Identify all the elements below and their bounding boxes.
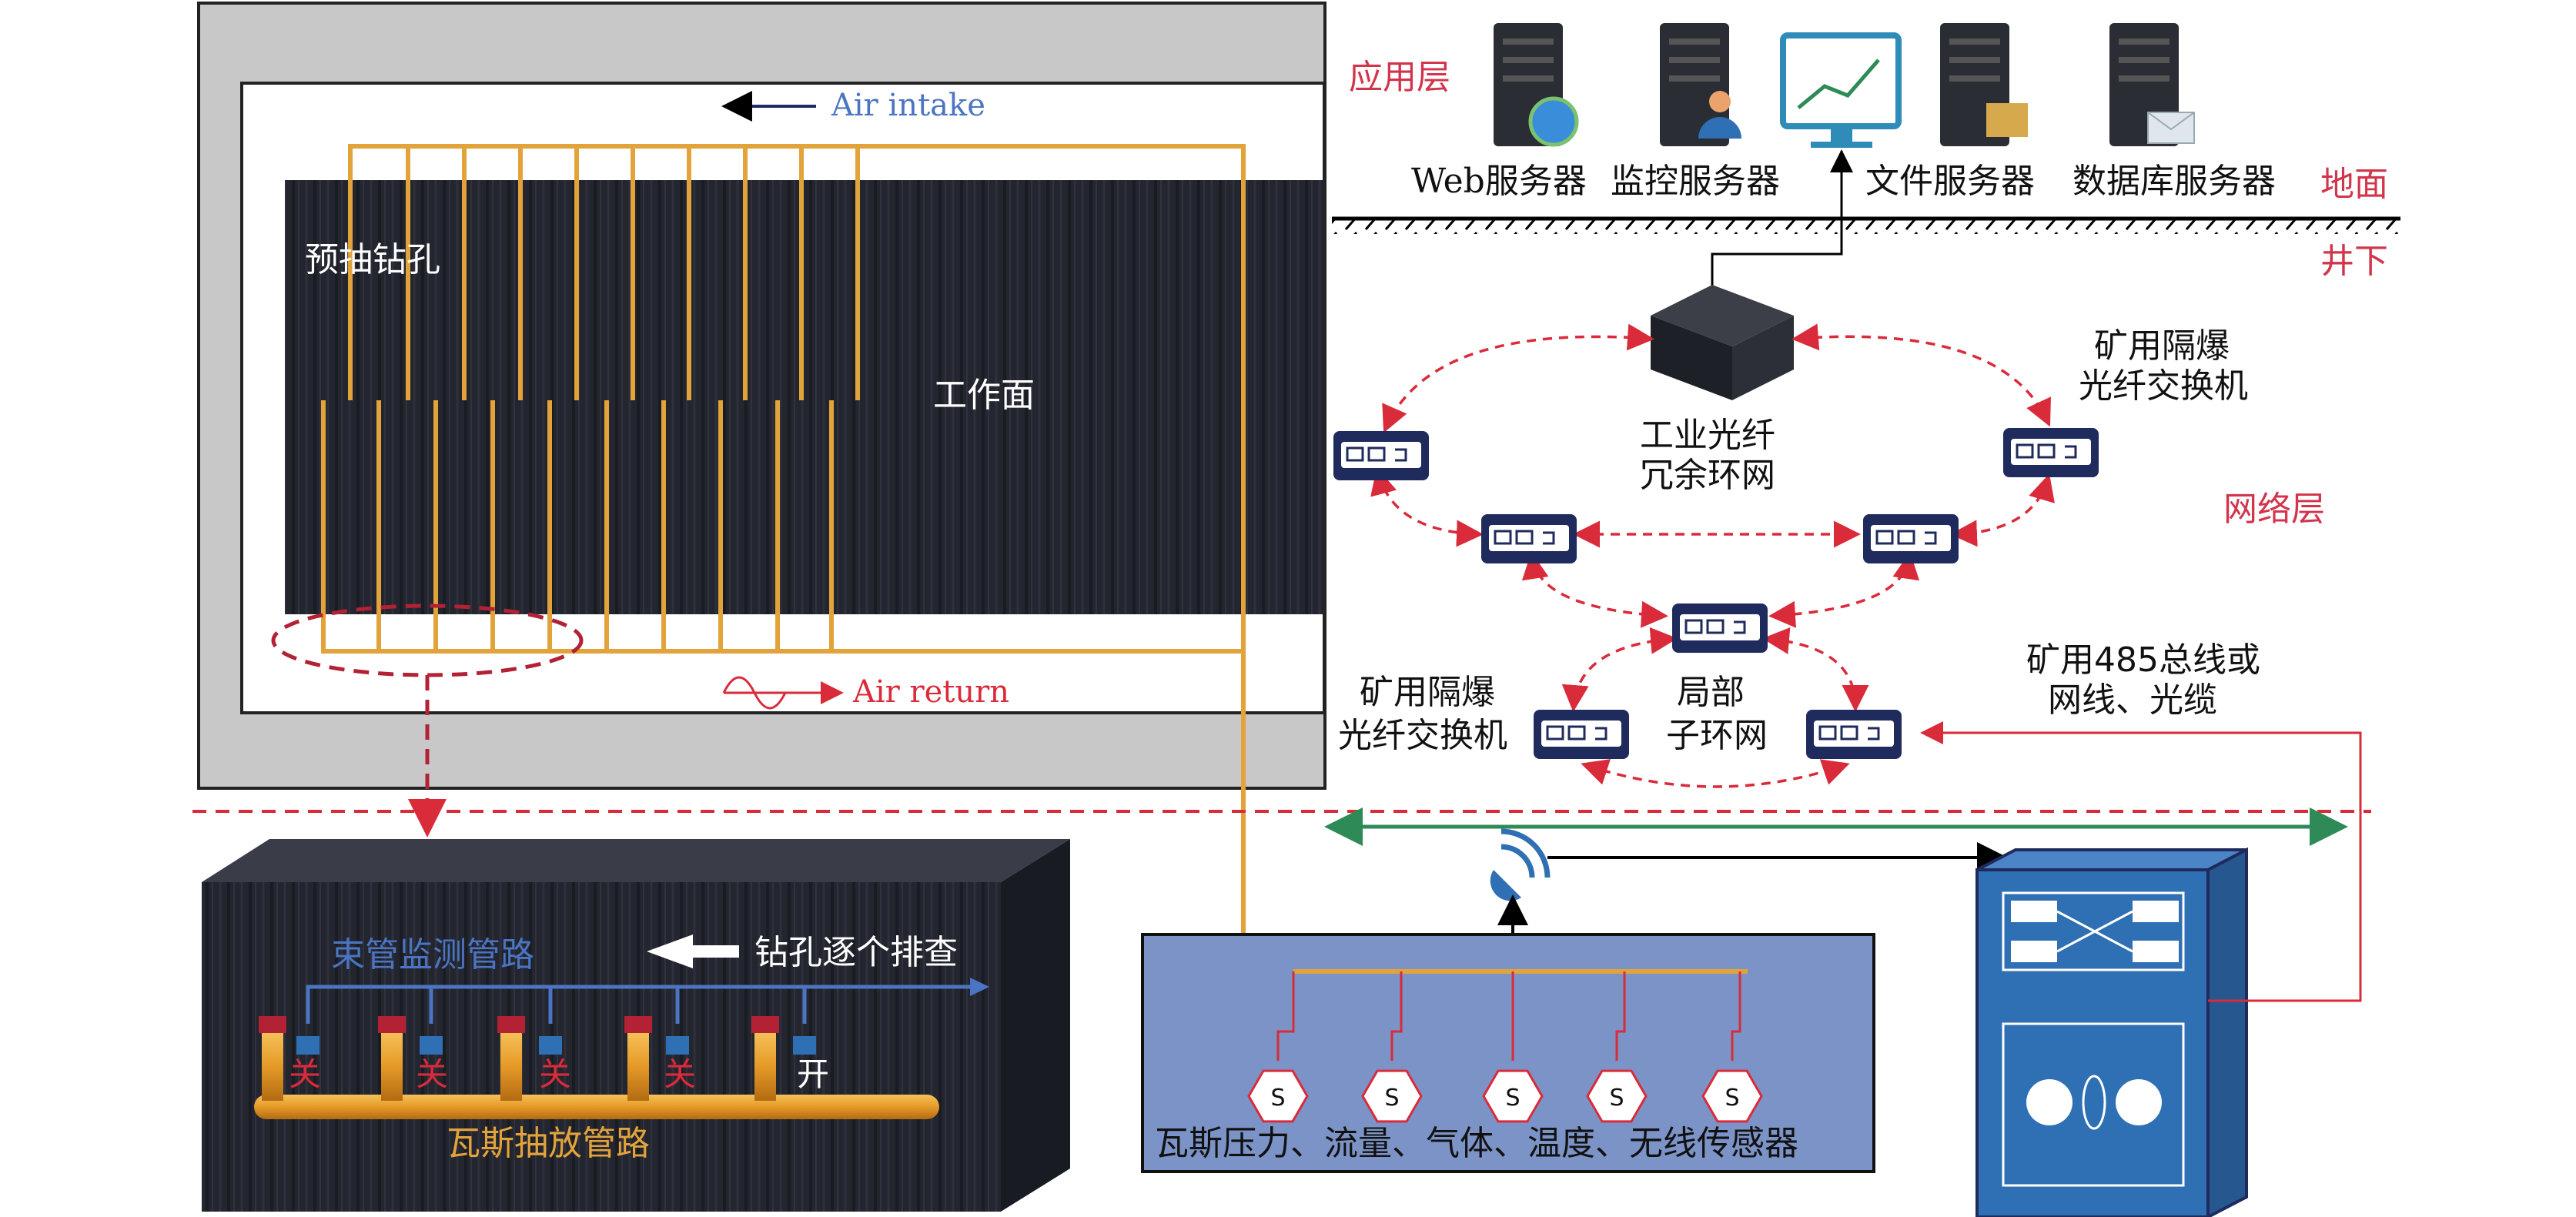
valve-state: 关 [416,1055,448,1093]
wireless-antenna-icon [1490,828,1551,933]
bundle-tube-label: 束管监测管路 [331,935,534,975]
file-server-icon [1940,23,2028,146]
switch-label-top-line2: 光纤交换机 [2079,366,2248,406]
working-face-coal [285,180,1324,614]
network-layer-label: 网络层 [2223,490,2325,529]
working-face-label: 工作面 [933,376,1035,415]
bus-label-line2: 网线、光缆 [2048,680,2217,720]
valve-4: 关 [624,1016,696,1101]
air-intake-indicator: Air intake [721,88,985,123]
sensor-symbol: S [1270,1085,1285,1112]
application-layer-label: 应用层 [1349,58,1450,97]
air-intake-label: Air intake [831,88,985,123]
switch-label-top-line1: 矿用隔爆 [2094,326,2230,366]
fiber-switch-icon [1806,710,1902,759]
valve-1: 关 [259,1016,321,1101]
ring-links [1370,323,2055,788]
mine-panel: Air intake Air return 预抽钻孔 工作面 [197,2,1748,974]
switch-nodes [1333,428,2099,759]
sensor-node: S [1247,1069,1309,1123]
monitor-server-icon [1660,23,1741,146]
ring-label-line2: 冗余环网 [1640,456,1775,495]
substation-cabinet [1920,721,2362,1217]
detail-callout-ellipse [271,603,584,677]
gas-drainage-pipe [254,1095,939,1119]
detail-box: 束管监测管路 钻孔逐个排查 瓦斯抽放管路 关 关 关 [202,839,1070,1212]
sensor-node: S [1361,1069,1423,1123]
fiber-switch-icon [1672,603,1768,653]
gas-pipe-label: 瓦斯抽放管路 [447,1124,650,1163]
sensor-symbol: S [1505,1085,1520,1112]
bundle-tube-line [306,985,970,1024]
underground-label: 井下 [2320,242,2388,281]
valve-state: 关 [664,1055,696,1093]
valve-state: 关 [289,1055,321,1093]
ground-label: 地面 [2320,165,2388,204]
valve-state: 关 [539,1055,571,1093]
fiber-switch-icon [1481,514,1577,563]
predrain-label: 预抽钻孔 [305,240,440,279]
web-server-icon [1494,23,1579,147]
subring-label-line1: 局部 [1677,673,1745,712]
valve-state: 开 [797,1055,829,1093]
ground-surface [1332,216,2400,234]
switch-label-bottom-line2: 光纤交换机 [1338,716,1507,755]
ring-label-line1: 工业光纤 [1640,416,1775,455]
valve-2: 关 [378,1016,448,1101]
fiber-switch-icon [2003,428,2099,477]
sensor-node: S [1586,1069,1648,1123]
air-return-indicator: Air return [722,674,1009,710]
monitor-icon [1711,32,1902,291]
borehole-check-arrow [647,934,739,968]
bus-label-line1: 矿用485总线或 [2026,640,2260,680]
borehole-check-label: 钻孔逐个排查 [754,933,958,972]
sensor-node: S [1482,1069,1544,1123]
sensor-label: 瓦斯压力、流量、气体、温度、无线传感器 [1155,1124,1798,1163]
fiber-switch-icon [1534,710,1629,759]
predrain-boreholes [321,144,1748,974]
fiber-switch-icon [1333,431,1429,480]
database-server-icon [2109,23,2195,146]
server-label-monitor: 监控服务器 [1611,162,1780,201]
sensor-box: S S S S S 瓦斯压力、流量、气体、温度、无线传感器 [1141,933,1875,1173]
sensor-symbol: S [1609,1085,1624,1112]
core-switch-icon [1651,285,1794,400]
server-label-web: Web服务器 [1411,162,1587,201]
server-label-file: 文件服务器 [1865,162,2035,201]
subring-label-line2: 子环网 [1666,716,1768,755]
switch-label-bottom-line1: 矿用隔爆 [1360,673,1495,712]
sensor-symbol: S [1384,1085,1399,1112]
fiber-switch-icon [1863,514,1959,563]
server-label-database: 数据库服务器 [2073,162,2276,201]
valve-5: 开 [751,1016,829,1101]
sensor-symbol: S [1725,1085,1739,1112]
valve-3: 关 [497,1016,571,1101]
sensor-node: S [1701,1069,1763,1123]
air-return-label: Air return [852,674,1009,710]
